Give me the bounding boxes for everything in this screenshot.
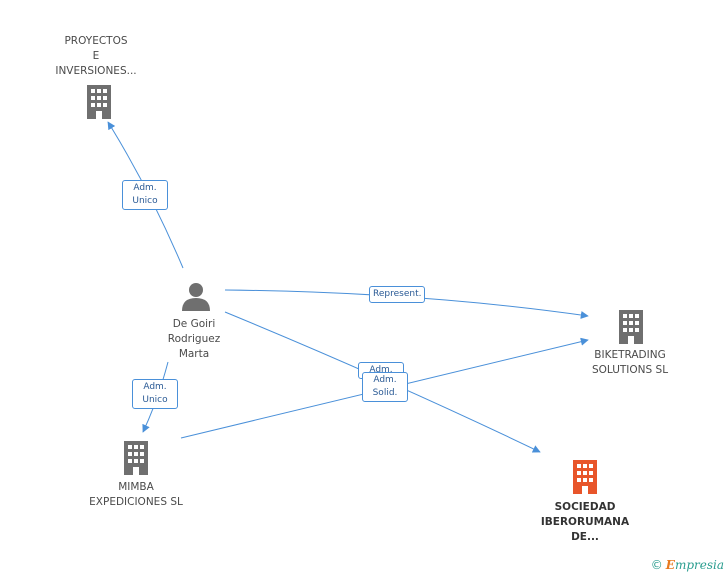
brand-logo: Empresia — [666, 558, 724, 572]
node-line: PROYECTOS — [64, 35, 128, 47]
node-label-mimba[interactable]: MIMBA EXPEDICIONES SL — [76, 480, 196, 510]
node-label-sociedad[interactable]: SOCIEDAD IBERORUMANA DE... — [530, 500, 640, 545]
edge-label-line: Adm. — [133, 183, 157, 193]
node-line: De Goiri — [172, 318, 216, 330]
node-label-biketrading[interactable]: BIKETRADING SOLUTIONS SL — [570, 348, 690, 378]
brand-footer[interactable]: ©Empresia — [651, 558, 724, 572]
node-line: INVERSIONES... — [55, 65, 137, 77]
edge-label-adm-unico[interactable]: Adm. Unico — [132, 379, 178, 409]
node-line: SOCIEDAD — [554, 501, 616, 513]
edge-label-line: Adm. — [369, 365, 393, 375]
node-line: Rodriguez — [167, 333, 221, 345]
node-line: MIMBA — [118, 481, 154, 493]
node-line: DE... — [571, 531, 599, 543]
building-icon[interactable] — [84, 85, 114, 119]
edge-label-line: Unico — [142, 395, 168, 405]
edge-label-line: Adm. — [373, 375, 397, 385]
node-line: E — [92, 50, 100, 62]
edge-label-line: Solid. — [372, 388, 398, 398]
node-line: SOLUTIONS SL — [591, 364, 669, 376]
node-label-proyectos[interactable]: PROYECTOS E INVERSIONES... — [46, 34, 146, 79]
edge-label-line: Adm. — [143, 382, 167, 392]
building-icon[interactable] — [616, 310, 646, 344]
brand-initial: E — [665, 558, 675, 572]
node-line: IBERORUMANA — [540, 516, 630, 528]
building-icon-highlighted[interactable] — [570, 460, 600, 494]
node-line: BIKETRADING — [594, 349, 666, 361]
node-line: EXPEDICIONES SL — [89, 496, 183, 508]
edge-label-adm-unico[interactable]: Adm. Unico — [122, 180, 168, 210]
person-icon[interactable] — [181, 281, 211, 311]
node-label-person[interactable]: De Goiri Rodriguez Marta — [144, 317, 244, 362]
edge-label-line: Represent. — [373, 289, 422, 299]
edge-label-represent[interactable]: Represent. — [369, 286, 426, 303]
node-line: Marta — [178, 348, 210, 360]
building-icon[interactable] — [121, 441, 151, 475]
brand-name: mpresia — [674, 558, 724, 572]
edge-label-adm-solid[interactable]: Adm. Solid. — [362, 372, 408, 402]
copyright-icon: © — [650, 558, 663, 572]
edge-label-line: Unico — [132, 196, 158, 206]
